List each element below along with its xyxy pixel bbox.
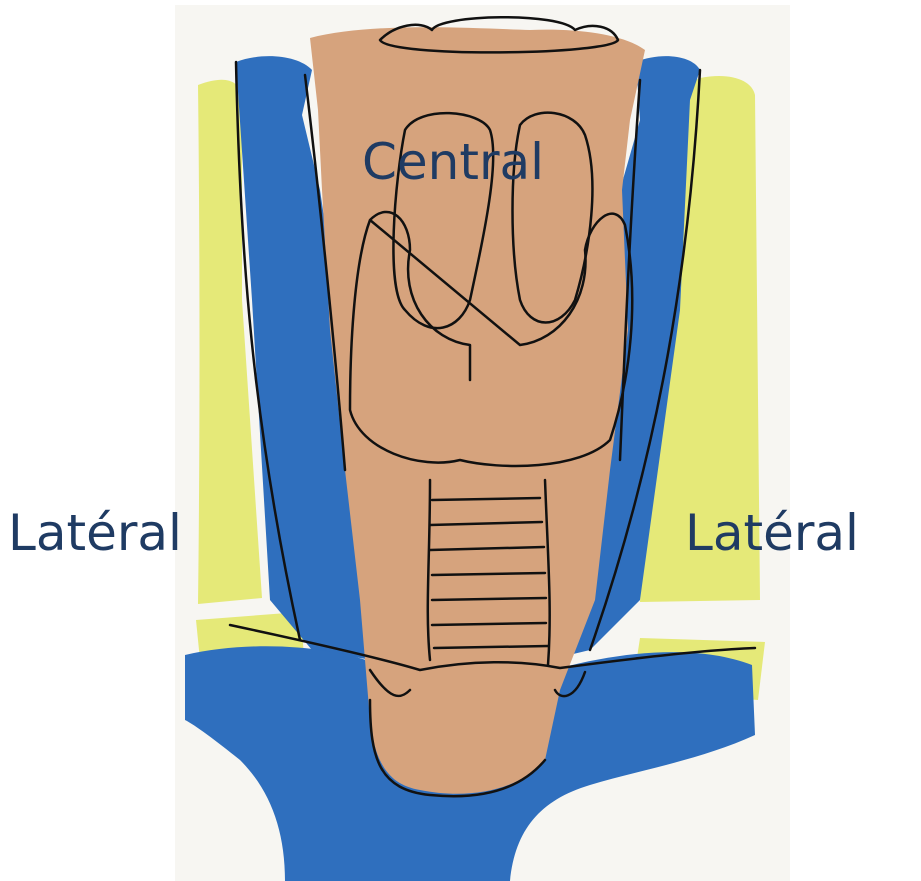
central-label: Central [362,137,544,187]
lateral-right-label: Latéral [685,508,859,558]
lateral-left-label: Latéral [8,508,182,558]
